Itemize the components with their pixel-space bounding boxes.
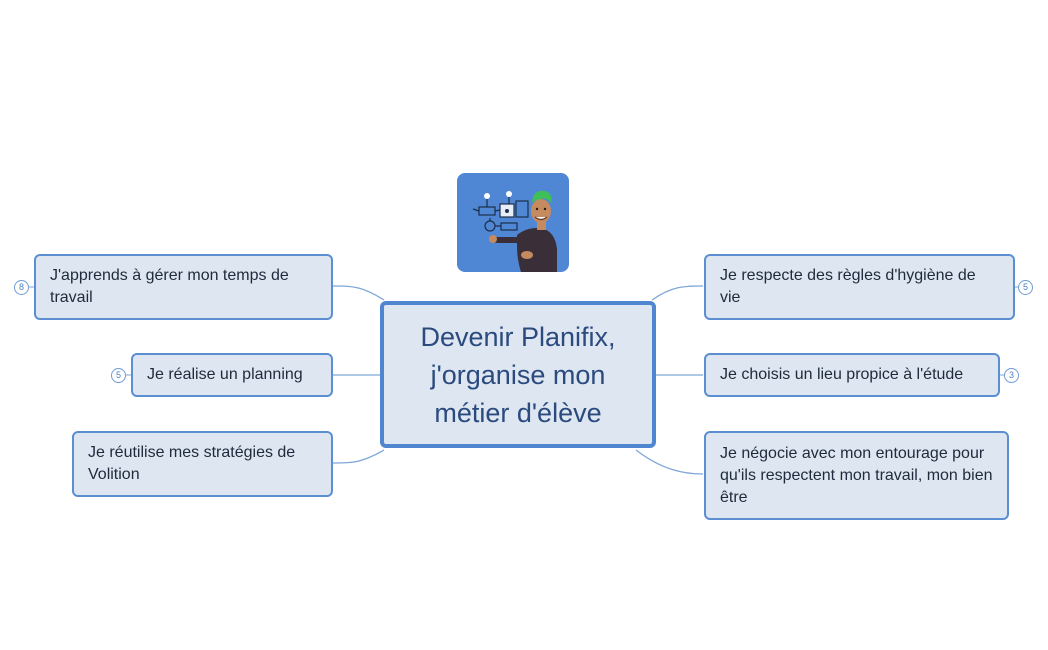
topic-right-negotiate[interactable]: Je négocie avec mon entourage pour qu'il…	[704, 431, 1009, 520]
connector-right-1	[651, 285, 704, 301]
topic-label: J'apprends à gérer mon temps de travail	[50, 267, 289, 306]
collapse-count-badge[interactable]: 3	[1004, 368, 1019, 383]
central-topic-line-2: j'organise mon	[430, 359, 606, 390]
collapse-count-badge[interactable]: 8	[14, 280, 29, 295]
topic-right-hygiene[interactable]: Je respecte des règles d'hygiène de vie	[704, 254, 1015, 320]
teacher-flowchart-illustration	[457, 173, 569, 272]
central-topic-line-3: métier d'élève	[434, 397, 602, 428]
central-topic[interactable]: Devenir Planifix, j'organise mon métier …	[380, 301, 656, 448]
topic-left-manage-time[interactable]: J'apprends à gérer mon temps de travail	[34, 254, 333, 320]
collapse-count-badge[interactable]: 5	[1018, 280, 1033, 295]
connector-right-3	[635, 449, 704, 475]
topic-left-volition[interactable]: Je réutilise mes stratégies de Volition	[72, 431, 333, 497]
topic-left-planning[interactable]: Je réalise un planning	[131, 353, 333, 397]
connector-left-1	[332, 285, 385, 301]
topic-label: Je réutilise mes stratégies de Volition	[88, 444, 296, 483]
topic-label: Je respecte des règles d'hygiène de vie	[720, 267, 976, 306]
topic-label: Je négocie avec mon entourage pour qu'il…	[720, 444, 993, 506]
topic-label: Je choisis un lieu propice à l'étude	[720, 366, 964, 383]
central-topic-line-1: Devenir Planifix,	[420, 321, 616, 352]
teacher-with-flowchart-icon	[472, 190, 557, 272]
collapse-count-badge[interactable]: 5	[111, 368, 126, 383]
topic-label: Je réalise un planning	[147, 366, 303, 383]
topic-right-study-place[interactable]: Je choisis un lieu propice à l'étude	[704, 353, 1000, 397]
connector-left-3	[332, 449, 385, 464]
